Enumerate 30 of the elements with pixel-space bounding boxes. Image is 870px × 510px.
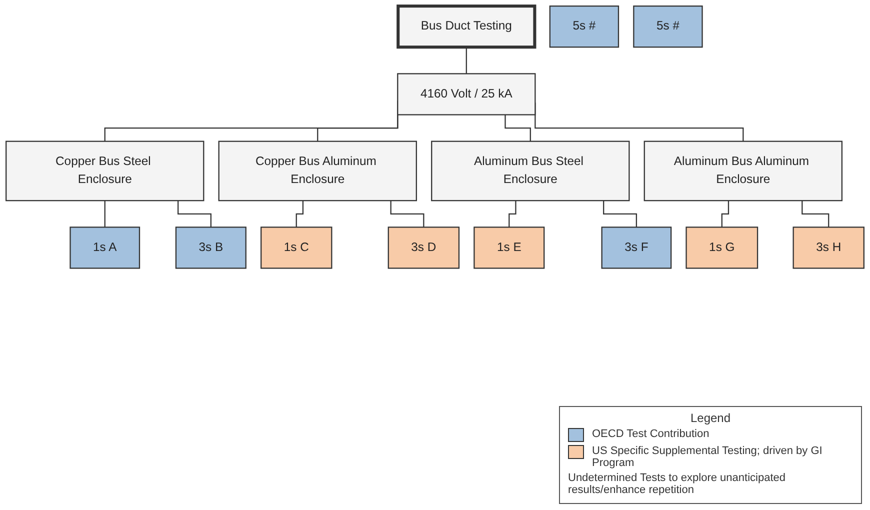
node-box: Aluminum Bus Aluminum Enclosure bbox=[644, 140, 843, 202]
node-box: 1s G bbox=[686, 226, 758, 269]
node-box: 3s B bbox=[175, 226, 246, 269]
connector bbox=[504, 114, 531, 142]
connector bbox=[466, 47, 467, 74]
node-box: Copper Bus Aluminum Enclosure bbox=[218, 140, 417, 202]
connector bbox=[721, 200, 730, 228]
node-box: 3s D bbox=[388, 226, 460, 269]
node-box: 1s C bbox=[260, 226, 332, 269]
node-box: 1s A bbox=[70, 226, 140, 269]
connector bbox=[104, 200, 106, 228]
node-box: Copper Bus Steel Enclosure bbox=[6, 140, 204, 202]
connector bbox=[390, 200, 424, 228]
legend-text: US Specific Supplemental Testing; driven by GI Program bbox=[592, 445, 824, 469]
connector bbox=[508, 200, 516, 228]
node-box: 1s E bbox=[474, 226, 545, 269]
legend-text: OECD Test Contribution bbox=[592, 428, 710, 440]
connector bbox=[603, 200, 638, 228]
node-box: 3s F bbox=[601, 226, 672, 269]
node-box: 5s # bbox=[633, 6, 703, 48]
node-box: 5s # bbox=[549, 6, 620, 48]
node-box: 3s H bbox=[792, 226, 864, 269]
connector bbox=[802, 200, 830, 228]
connector bbox=[296, 200, 304, 228]
legend-title: Legend bbox=[689, 411, 732, 425]
node-box: Bus Duct Testing bbox=[396, 4, 536, 49]
connector bbox=[178, 200, 212, 228]
node-box: Aluminum Bus Steel Enclosure bbox=[431, 140, 630, 202]
node-box: 4160 Volt / 25 kA bbox=[397, 73, 536, 116]
legend-text: Undetermined Tests to explore unanticipated results/enhance repetition bbox=[568, 472, 786, 496]
